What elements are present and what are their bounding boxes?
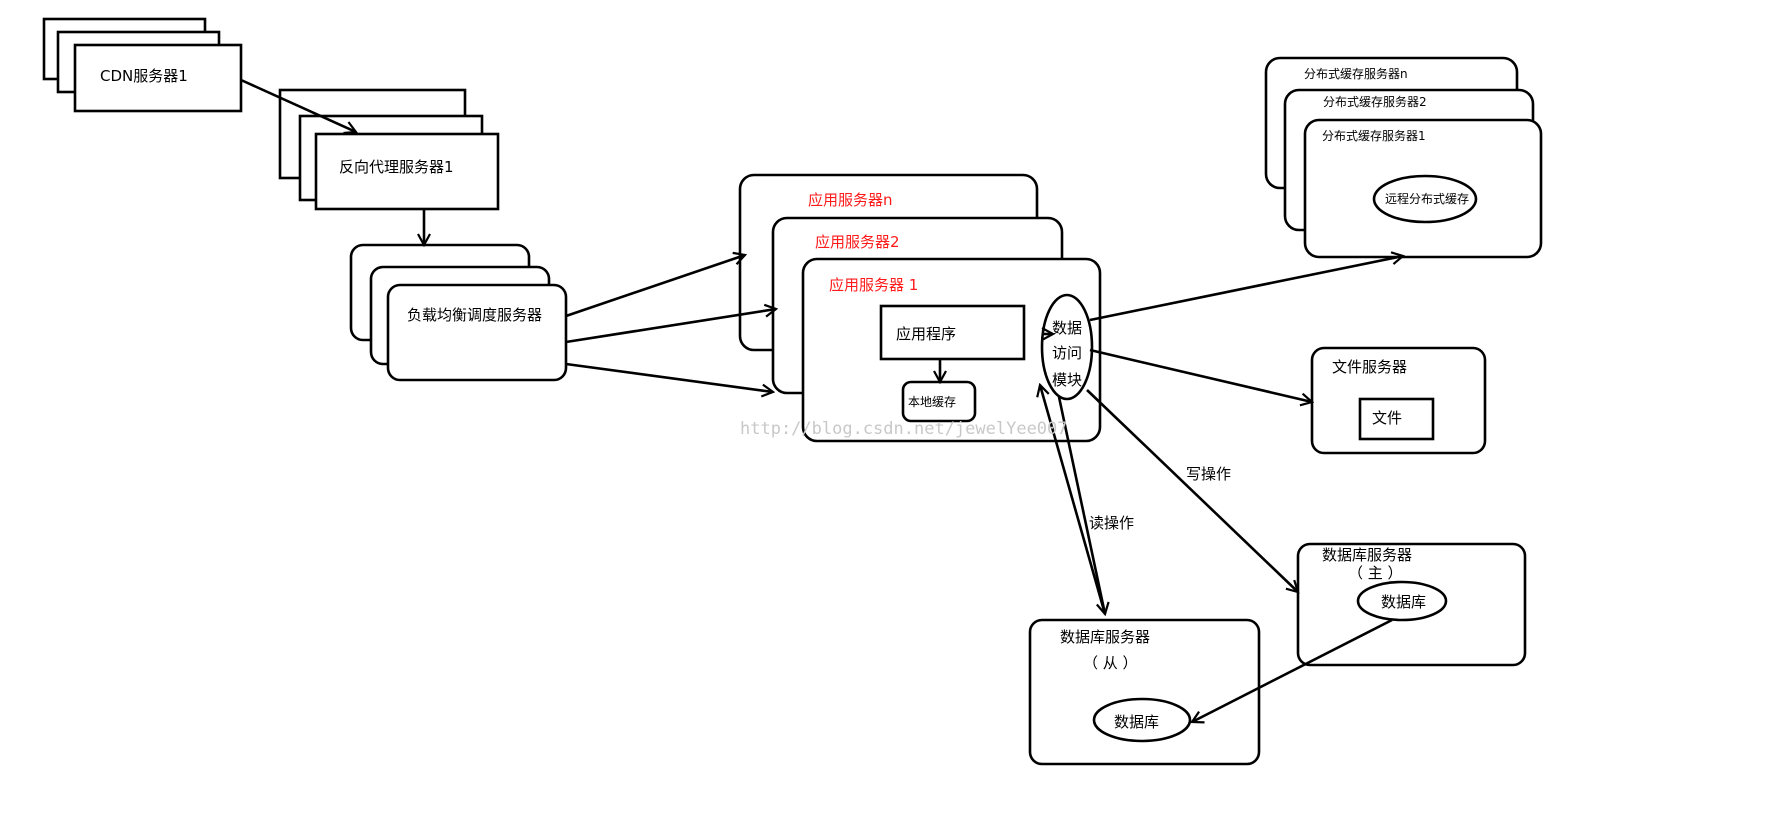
write-op-label: 写操作: [1186, 465, 1231, 483]
file-server: 文件服务器 文件: [1310, 346, 1487, 455]
reverse-proxy-stack: 反向代理服务器1: [278, 88, 500, 211]
app-server-2-label: 应用服务器2: [815, 233, 900, 251]
cache-server-stack: 分布式缓存服务器n 分布式缓存服务器2 分布式缓存服务器1 远程分布式缓存: [1264, 56, 1543, 259]
app-program-box: [879, 304, 1026, 361]
db-master-role: （ 主 ）: [1348, 564, 1403, 582]
db-master-ellipse: [1356, 580, 1448, 622]
edge-db-replication: [1192, 618, 1393, 722]
data-access-label-1: 数据: [1052, 319, 1082, 337]
read-op-label: 读操作: [1089, 514, 1134, 532]
cdn-server-stack: CDN服务器1: [42, 17, 243, 113]
app-server-stack: 应用服务器n 应用服务器2 应用服务器 1 应用程序 本地缓存 数据 访问 模块: [738, 173, 1102, 443]
db-master-server: 数据库服务器 （ 主 ） 数据库: [1296, 542, 1527, 667]
remote-cache-ellipse: [1372, 174, 1478, 224]
db-slave-role: （ 从 ）: [1083, 654, 1138, 672]
db-slave-db-label: 数据库: [1114, 713, 1159, 731]
edge-cdn-to-proxy: [240, 78, 356, 132]
load-balancer-label: 负载均衡调度服务器: [407, 306, 542, 324]
edges: [240, 78, 1403, 722]
db-master-label: 数据库服务器: [1322, 546, 1412, 564]
edge-lb-to-app-n: [565, 255, 745, 318]
load-balancer-stack: 负载均衡调度服务器: [349, 243, 568, 382]
edge-lb-to-app-1: [565, 362, 773, 392]
edge-dal-to-cache: [1089, 256, 1403, 322]
data-access-label-3: 模块: [1052, 371, 1082, 389]
db-slave-server: 数据库服务器 （ 从 ） 数据库: [1028, 618, 1261, 766]
file-label: 文件: [1372, 409, 1402, 427]
db-master-db-label: 数据库: [1381, 593, 1426, 611]
cache-server-n-label: 分布式缓存服务器n: [1304, 66, 1408, 81]
edge-dal-to-file: [1089, 348, 1312, 402]
edge-db-slave-read: [1057, 396, 1105, 614]
reverse-proxy-label: 反向代理服务器1: [339, 158, 454, 176]
cache-server-2-label: 分布式缓存服务器2: [1323, 94, 1427, 109]
edge-read-to-dal: [1040, 385, 1107, 615]
remote-cache-label: 远程分布式缓存: [1385, 191, 1469, 206]
watermark: http://blog.csdn.net/jewelYee007: [740, 419, 1068, 439]
file-box: [1358, 397, 1435, 441]
app-server-1-label: 应用服务器 1: [829, 276, 918, 294]
cache-server-1-label: 分布式缓存服务器1: [1322, 128, 1426, 143]
file-server-label: 文件服务器: [1332, 358, 1407, 376]
data-access-label-2: 访问: [1052, 344, 1082, 362]
local-cache-label: 本地缓存: [908, 395, 956, 409]
app-server-n-label: 应用服务器n: [808, 191, 893, 209]
db-slave-label: 数据库服务器: [1060, 628, 1150, 646]
edge-dal-to-db-master: [1086, 389, 1298, 592]
app-program-label: 应用程序: [896, 325, 956, 343]
edge-lb-to-app-2: [565, 309, 776, 344]
data-access-module: [1040, 293, 1094, 401]
cdn-server-label: CDN服务器1: [100, 67, 188, 85]
